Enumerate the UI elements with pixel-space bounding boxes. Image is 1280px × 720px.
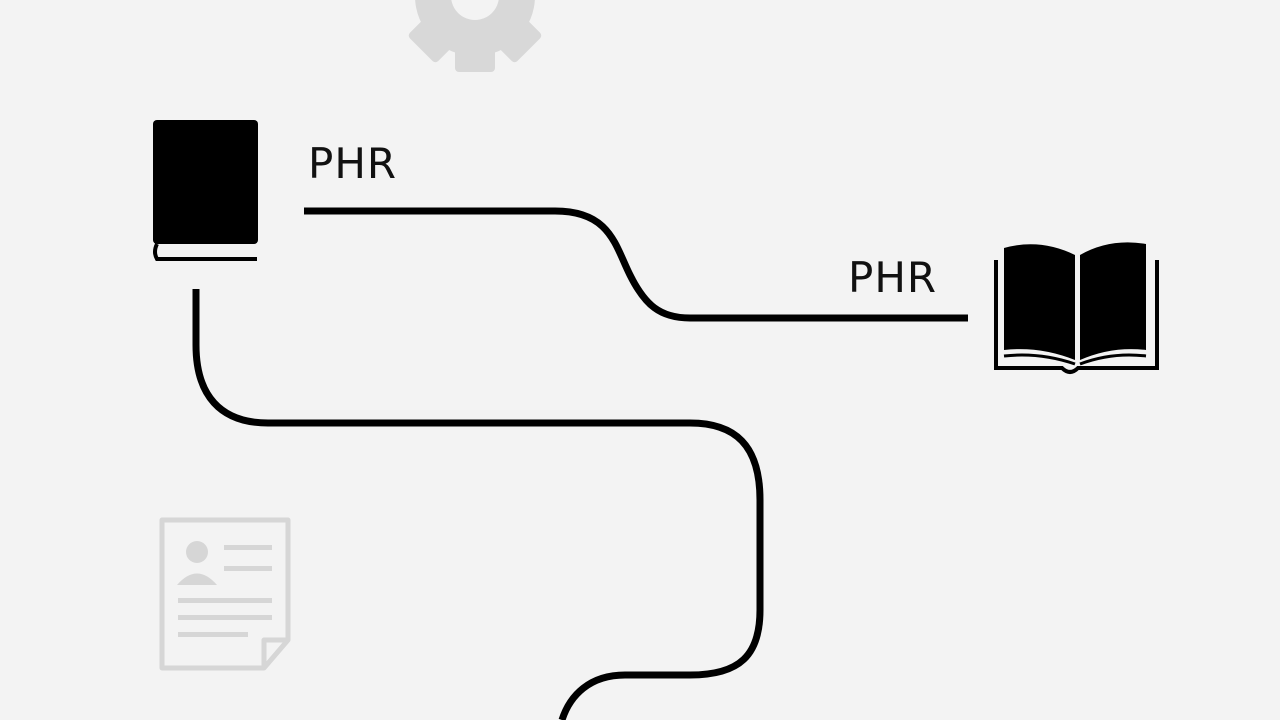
gear-icon [408, 0, 542, 72]
connector-downward [192, 289, 764, 720]
closed-book-label: PHR [308, 139, 398, 188]
open-book-icon [994, 242, 1159, 374]
connector-to-open-book [304, 207, 968, 322]
closed-book-icon [153, 120, 258, 261]
open-book-label: PHR [848, 253, 938, 302]
profile-document-icon [159, 517, 291, 671]
